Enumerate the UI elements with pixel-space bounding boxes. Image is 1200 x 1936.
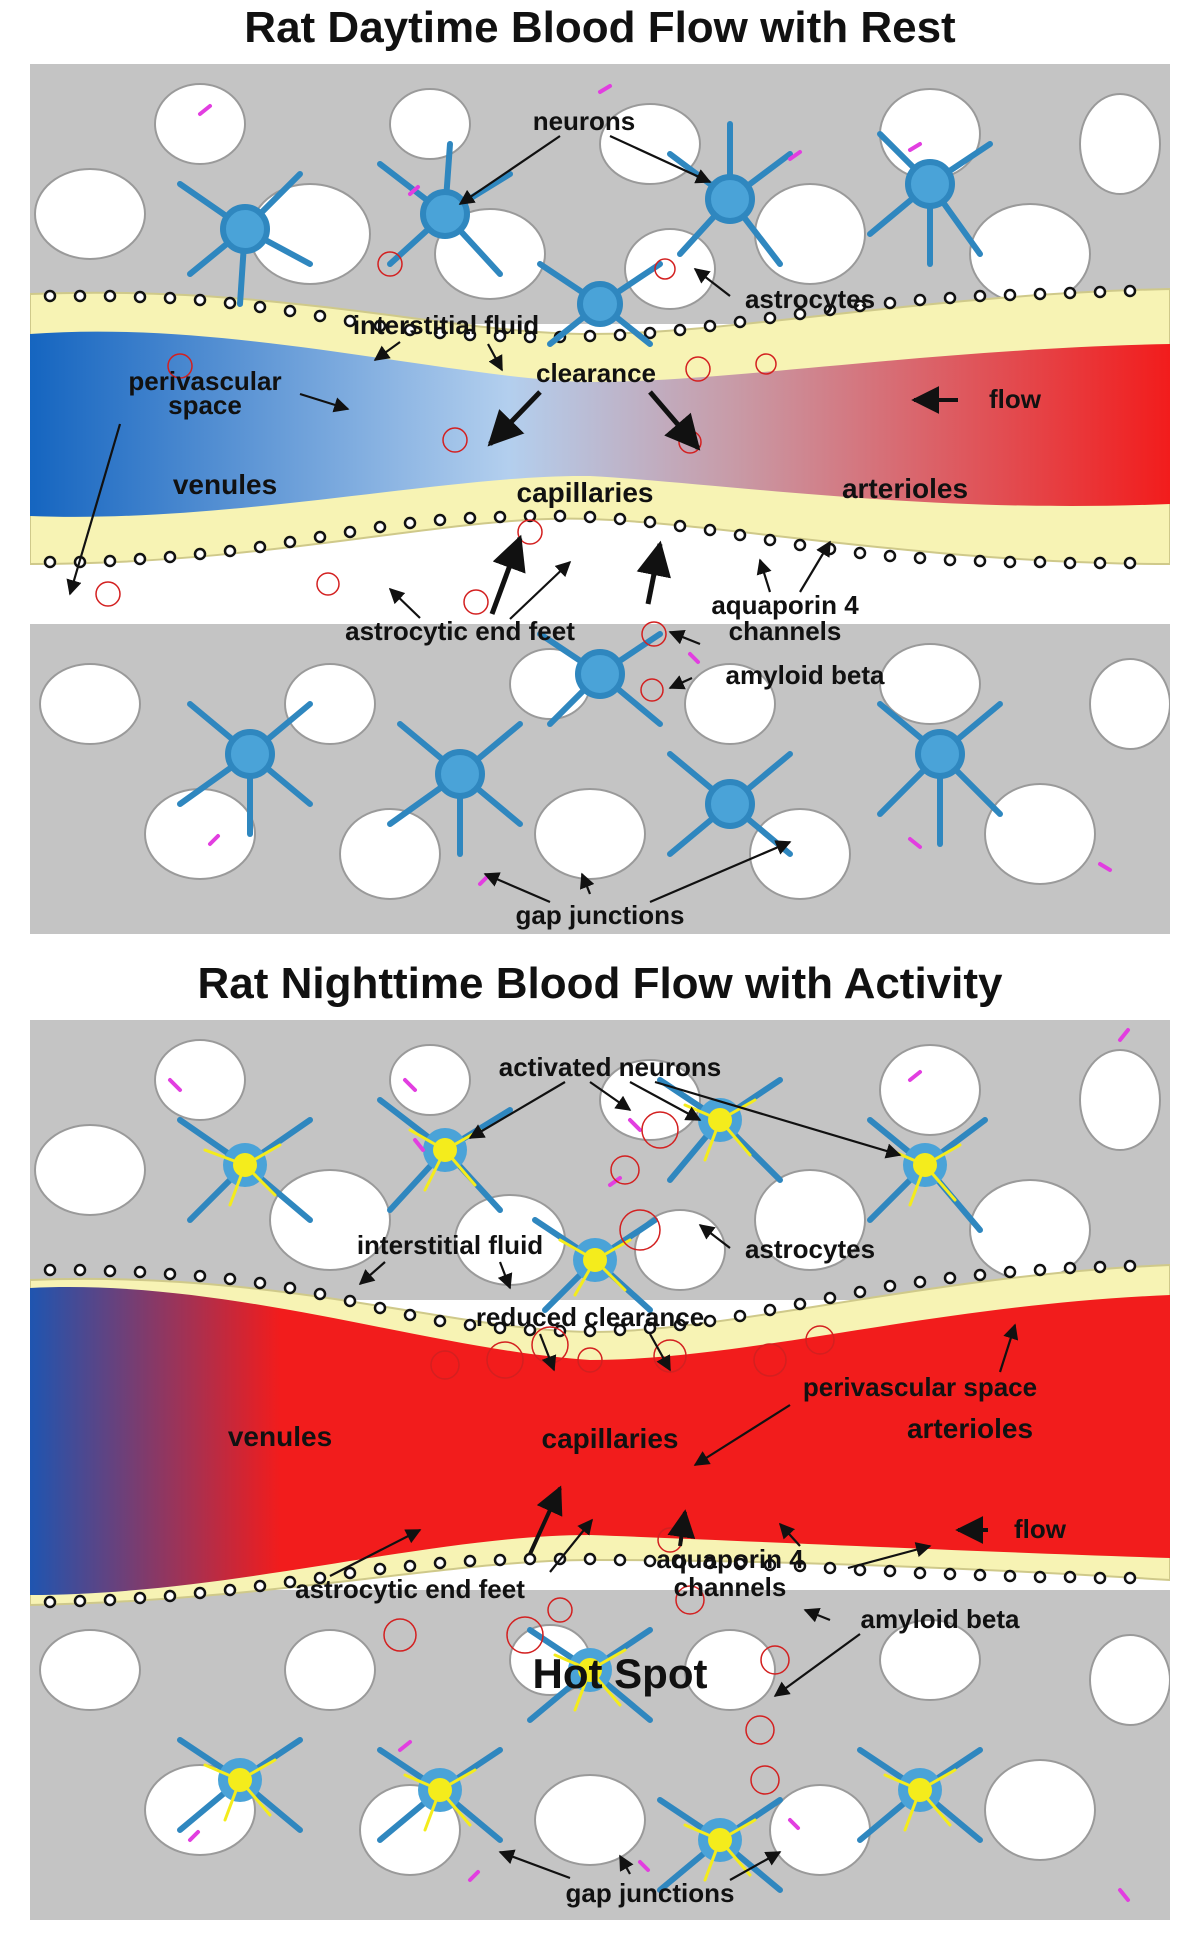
label-amyloid-beta: amyloid beta bbox=[861, 1604, 1020, 1634]
neuron-cell bbox=[667, 121, 793, 267]
activated-neuron-cell bbox=[177, 1737, 303, 1833]
label-arterioles: arterioles bbox=[907, 1413, 1033, 1444]
amyloid-beta-clumps bbox=[383, 1111, 835, 1795]
neuron-cell bbox=[867, 131, 993, 267]
astrocyte-network-bottom bbox=[30, 1590, 1170, 1920]
neuron-cell bbox=[177, 171, 313, 307]
activated-neuron-cell bbox=[657, 1797, 783, 1893]
label-astrocytic-end-feet: astrocytic end feet bbox=[345, 616, 575, 646]
activated-neuron-cell bbox=[177, 1117, 313, 1223]
neurons bbox=[177, 121, 1003, 857]
label-aquaporin-line2: channels bbox=[729, 616, 842, 646]
blood-vessel bbox=[30, 331, 1170, 517]
aquaporin-channel-dots bbox=[43, 284, 1137, 570]
label-aquaporin-line1: aquaporin 4 bbox=[656, 1544, 804, 1574]
label-perivascular-line2: space bbox=[168, 390, 242, 420]
neuron-cell bbox=[387, 721, 523, 857]
label-aquaporin-line2: channels bbox=[674, 1572, 787, 1602]
label-capillaries: capillaries bbox=[517, 477, 654, 508]
label-perivascular-space: perivascular space bbox=[803, 1372, 1037, 1402]
label-flow: flow bbox=[1014, 1514, 1067, 1544]
label-clearance: clearance bbox=[536, 358, 656, 388]
activated-neuron-cell bbox=[857, 1747, 983, 1843]
label-gap-junctions: gap junctions bbox=[566, 1878, 735, 1908]
day-diagram: neurons astrocytes interstitial fluid cl… bbox=[30, 64, 1170, 934]
label-amyloid-beta: amyloid beta bbox=[726, 660, 885, 690]
label-interstitial-fluid: interstitial fluid bbox=[353, 310, 539, 340]
night-diagram: activated neurons interstitial fluid ast… bbox=[30, 1020, 1170, 1920]
annotation-arrows bbox=[329, 1080, 1019, 1881]
astrocyte-network-top bbox=[30, 64, 1170, 324]
label-interstitial-fluid: interstitial fluid bbox=[357, 1230, 543, 1260]
activated-neuron-cell bbox=[377, 1097, 513, 1213]
label-gap-junctions: gap junctions bbox=[516, 900, 685, 930]
activated-neurons bbox=[177, 1077, 988, 1893]
activated-neuron-cell bbox=[867, 1117, 988, 1233]
day-panel-title: Rat Daytime Blood Flow with Rest bbox=[244, 3, 956, 52]
neuron-cell bbox=[537, 631, 663, 727]
label-capillaries: capillaries bbox=[542, 1423, 679, 1454]
night-panel-title: Rat Nighttime Blood Flow with Activity bbox=[197, 959, 1003, 1008]
label-arterioles: arterioles bbox=[842, 473, 968, 504]
label-astrocytic-end-feet: astrocytic end feet bbox=[295, 1574, 525, 1604]
aquaporin-channel-dots bbox=[43, 1259, 1137, 1609]
label-astrocytes: astrocytes bbox=[745, 1234, 875, 1264]
gap-junction-marks bbox=[168, 1028, 1130, 1902]
label-hot-spot: Hot Spot bbox=[533, 1650, 708, 1697]
label-aquaporin-line1: aquaporin 4 bbox=[711, 590, 859, 620]
activated-neuron-cell bbox=[527, 1627, 653, 1723]
label-neurons: neurons bbox=[533, 106, 636, 136]
neuron-cell bbox=[177, 701, 313, 837]
label-venules: venules bbox=[173, 469, 277, 500]
label-venules: venules bbox=[228, 1421, 332, 1452]
activated-neuron-cell bbox=[532, 1217, 658, 1313]
label-astrocytes: astrocytes bbox=[745, 284, 875, 314]
label-flow: flow bbox=[989, 384, 1042, 414]
label-activated-neurons: activated neurons bbox=[499, 1052, 722, 1082]
annotation-arrows bbox=[66, 135, 958, 904]
neuron-cell bbox=[667, 751, 793, 857]
neuron-cell bbox=[877, 701, 1003, 847]
activated-neuron-cell bbox=[377, 1747, 503, 1843]
label-reduced-clearance: reduced clearance bbox=[476, 1302, 704, 1332]
neuron-cell bbox=[537, 261, 663, 347]
label-perivascular-line1: perivascular bbox=[128, 366, 281, 396]
blood-vessel bbox=[30, 1287, 1170, 1595]
